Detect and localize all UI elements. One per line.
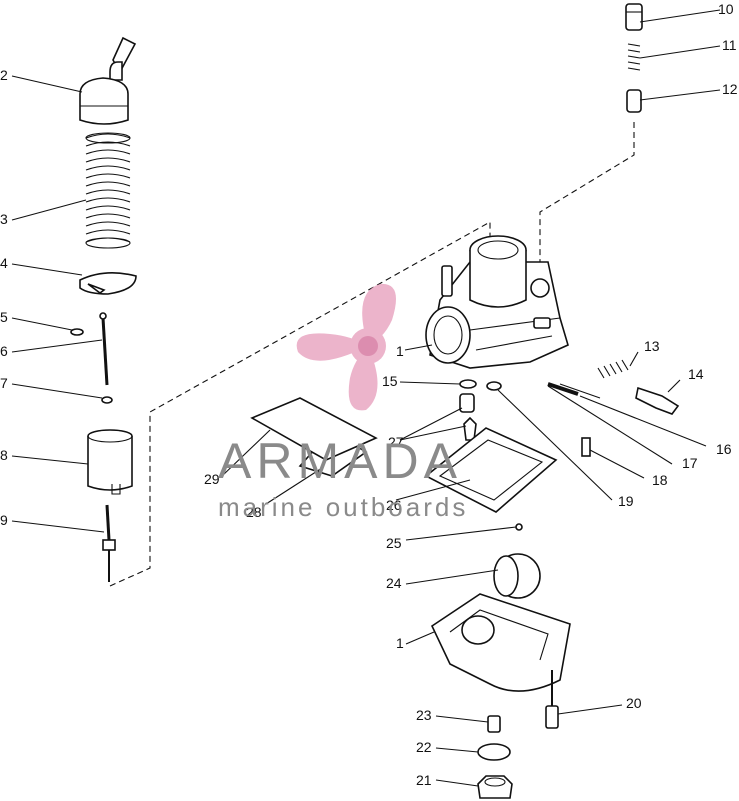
idle-screw xyxy=(635,386,680,415)
choke-cap xyxy=(625,3,643,31)
float-plate xyxy=(250,397,378,461)
needle-jet-15 xyxy=(459,379,477,413)
spring-seat-plate xyxy=(79,272,137,295)
float-valve-27 xyxy=(463,416,477,441)
needle-washer xyxy=(101,396,113,404)
callout-20: 20 xyxy=(626,695,642,711)
callout-24: 24 xyxy=(386,575,402,591)
leader-lines xyxy=(11,9,721,787)
callout-18: 18 xyxy=(652,472,668,488)
callout-7: 7 xyxy=(0,375,8,391)
callout-4: 4 xyxy=(0,255,8,271)
watermark-title: ARMADA xyxy=(218,433,462,489)
callout-16: 16 xyxy=(716,441,732,457)
callout-2: 2 xyxy=(0,67,8,83)
float-pin xyxy=(515,523,523,531)
drain-plug xyxy=(477,775,513,799)
choke-spring xyxy=(627,43,641,71)
callout-6: 6 xyxy=(0,343,8,359)
callout-8: 8 xyxy=(0,447,8,463)
callout-23: 23 xyxy=(416,707,432,723)
small-screw-18 xyxy=(581,437,591,457)
air-screw xyxy=(547,382,601,399)
callout-10: 10 xyxy=(718,1,734,17)
callout-12: 12 xyxy=(722,81,738,97)
pilot-screw xyxy=(102,504,116,582)
callout-29: 29 xyxy=(204,471,220,487)
needle-clip xyxy=(70,328,84,336)
washer-19 xyxy=(486,381,502,391)
callout-28: 28 xyxy=(246,504,262,520)
float xyxy=(493,553,541,599)
callout-3: 3 xyxy=(0,211,8,227)
callout-22: 22 xyxy=(416,739,432,755)
main-jet xyxy=(487,715,501,733)
callout-17: 17 xyxy=(682,455,698,471)
float-bowl xyxy=(430,593,571,692)
idle-screw-spring xyxy=(597,359,629,379)
float-bowl-gasket xyxy=(424,427,558,513)
drain-screw xyxy=(545,670,559,729)
callout-9: 9 xyxy=(0,512,8,528)
callout-5: 5 xyxy=(0,309,8,325)
callout-1-bowl: 1 xyxy=(396,635,404,651)
callout-26: 26 xyxy=(386,497,402,513)
callout-13: 13 xyxy=(644,338,660,354)
callout-21: 21 xyxy=(416,772,432,788)
callout-27: 27 xyxy=(388,434,404,450)
cable-adjuster-cap xyxy=(79,36,137,125)
o-ring xyxy=(477,743,511,761)
callout-1-top: 1 xyxy=(396,343,404,359)
callout-14: 14 xyxy=(688,366,704,382)
callout-11: 11 xyxy=(722,37,737,53)
choke-plunger xyxy=(626,89,642,113)
throttle-slide xyxy=(87,429,133,495)
jet-needle xyxy=(99,312,109,386)
watermark-subtitle: marine outboards xyxy=(218,492,468,522)
callout-19: 19 xyxy=(618,493,634,509)
callout-15: 15 xyxy=(382,373,398,389)
slide-spring xyxy=(85,132,131,249)
callout-25: 25 xyxy=(386,535,402,551)
carburetor-body xyxy=(425,235,569,369)
propeller-icon xyxy=(296,283,396,411)
